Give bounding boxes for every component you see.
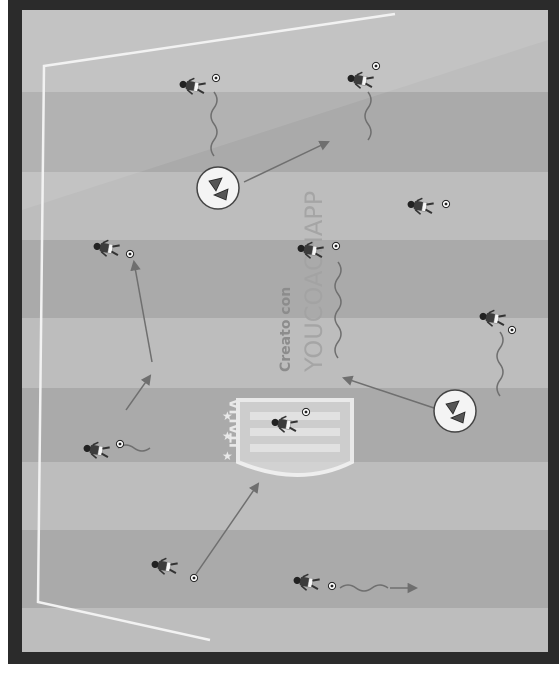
soccer-ball-icon	[116, 440, 123, 447]
soccer-ball-icon	[302, 408, 309, 415]
star-icon: ★	[222, 409, 233, 423]
star-icon: ★	[222, 449, 233, 463]
soccer-ball-icon	[372, 62, 379, 69]
watermark-line1: Creato con	[278, 287, 294, 372]
soccer-ball-icon	[126, 250, 133, 257]
watermark-line2: YOUCOACHAPP	[300, 191, 328, 373]
soccer-ball-icon	[212, 74, 219, 81]
soccer-ball-icon	[508, 326, 515, 333]
cone-marker-icon	[434, 390, 476, 432]
soccer-ball-icon	[332, 242, 339, 249]
soccer-ball-icon	[442, 200, 449, 207]
soccer-ball-icon	[190, 574, 197, 581]
star-icon: ★	[222, 429, 233, 443]
soccer-ball-icon	[328, 582, 335, 589]
cone-marker-icon	[197, 167, 239, 209]
italia-badge: ITALIA ★ ★ ★	[222, 398, 352, 475]
